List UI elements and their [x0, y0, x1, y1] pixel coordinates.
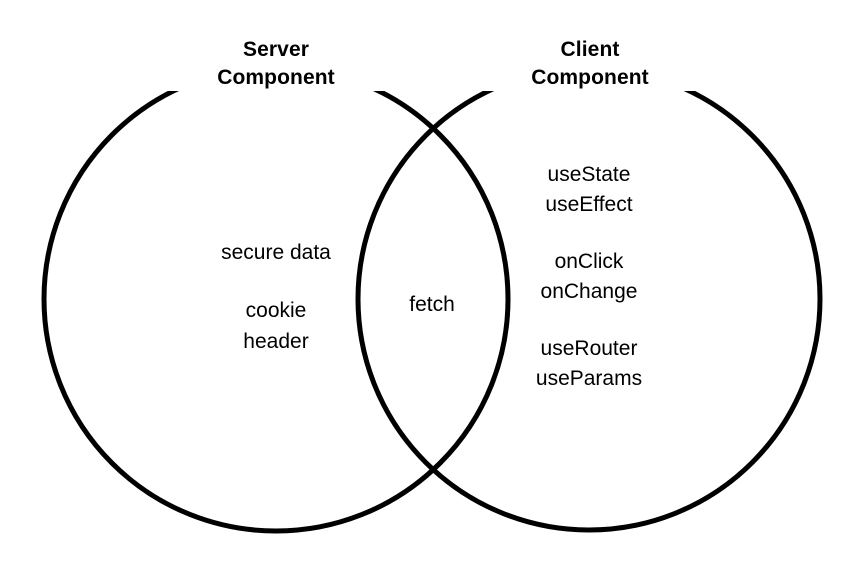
client-item-group-1: useState useEffect — [489, 160, 689, 221]
server-item-secure-data: secure data — [221, 241, 331, 264]
client-only-items: useState useEffect onClick onChange useR… — [489, 160, 689, 395]
shared-items: fetch — [372, 290, 492, 320]
client-item-userouter: useRouter — [540, 336, 638, 360]
client-item-group-2: onClick onChange — [489, 247, 689, 308]
client-item-onclick: onClick — [554, 249, 624, 273]
server-item-group-1: secure data — [86, 238, 466, 268]
client-item-group-3: useRouter useParams — [489, 334, 689, 395]
client-label-line-1: Client — [480, 36, 700, 64]
server-label-line-1: Server — [166, 36, 386, 64]
client-item-usestate: useState — [547, 163, 631, 186]
shared-item-fetch: fetch — [409, 293, 455, 316]
server-component-label: Server Component — [166, 36, 386, 92]
server-label-line-2: Component — [166, 63, 386, 92]
server-item-cookie: cookie — [245, 299, 307, 323]
client-item-onchange: onChange — [540, 280, 638, 304]
client-item-useeffect: useEffect — [545, 193, 633, 217]
client-item-useparams: useParams — [535, 367, 643, 391]
client-component-label: Client Component — [480, 36, 700, 92]
server-item-group-2: cookie header — [86, 296, 466, 357]
server-only-items: secure data cookie header — [86, 238, 466, 357]
client-label-line-2: Component — [480, 63, 700, 92]
server-item-header: header — [243, 329, 309, 353]
